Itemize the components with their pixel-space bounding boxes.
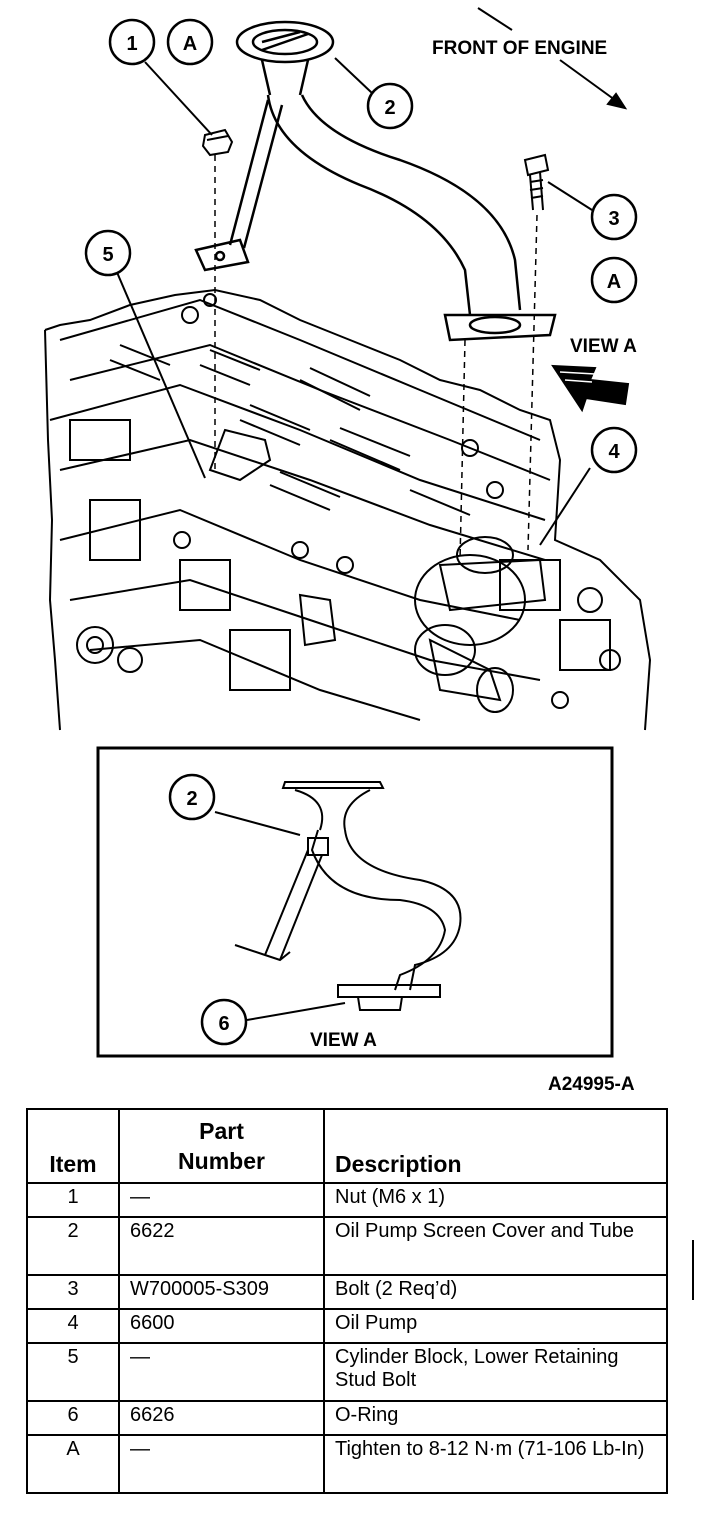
header-description: Description bbox=[323, 1108, 668, 1184]
row-description: O-Ring bbox=[323, 1400, 668, 1436]
row-part: 6600 bbox=[118, 1308, 325, 1344]
view-a-label: VIEW A bbox=[570, 336, 637, 357]
callout-4: 4 bbox=[590, 426, 638, 474]
row-description: Oil Pump Screen Cover and Tube bbox=[323, 1216, 668, 1276]
inset-view-a-label: VIEW A bbox=[310, 1030, 377, 1051]
table-row: A — Tighten to 8-12 N·m (71-106 Lb-In) bbox=[26, 1434, 668, 1494]
diagram-canvas: FRONT OF ENGINE VIEW A 1 A 2 3 A 5 4 bbox=[44, 7, 652, 1095]
svg-text:6: 6 bbox=[218, 1013, 229, 1035]
table-row: 2 6622 Oil Pump Screen Cover and Tube bbox=[26, 1216, 668, 1276]
alignment-lines bbox=[214, 155, 538, 561]
view-a-arrow bbox=[551, 364, 630, 413]
callout-1: 1 bbox=[108, 18, 156, 66]
figure-id: A24995-A bbox=[548, 1074, 635, 1095]
row-description: Tighten to 8-12 N·m (71-106 Lb-In) bbox=[323, 1434, 668, 1494]
row-item: 6 bbox=[26, 1400, 120, 1436]
svg-text:2: 2 bbox=[186, 788, 197, 810]
header-part-line2: Number bbox=[178, 1148, 265, 1174]
row-item: 3 bbox=[26, 1274, 120, 1310]
inset-callout-6: 6 bbox=[200, 998, 248, 1046]
row-item: 4 bbox=[26, 1308, 120, 1344]
row-part: — bbox=[118, 1342, 325, 1402]
front-direction-arrows bbox=[477, 7, 628, 110]
row-part: 6622 bbox=[118, 1216, 325, 1276]
callout-2: 2 bbox=[366, 82, 414, 130]
table-row: 1 — Nut (M6 x 1) bbox=[26, 1182, 668, 1218]
header-part-number: Part Number bbox=[118, 1108, 325, 1184]
view-a-inset: 2 6 VIEW A bbox=[96, 746, 614, 1058]
header-part-line1: Part bbox=[199, 1118, 244, 1144]
table-row: 4 6600 Oil Pump bbox=[26, 1308, 668, 1344]
callout-3: 3 bbox=[590, 193, 638, 241]
oil-pump-diagram: FRONT OF ENGINE VIEW A 1 A 2 3 A 5 4 bbox=[44, 7, 652, 1095]
row-part: — bbox=[118, 1182, 325, 1218]
row-description: Oil Pump bbox=[323, 1308, 668, 1344]
row-item: 5 bbox=[26, 1342, 120, 1402]
engine-block-illustration bbox=[44, 288, 652, 731]
row-part: — bbox=[118, 1434, 325, 1494]
row-item: 2 bbox=[26, 1216, 120, 1276]
table-header-row: Item Part Number Description bbox=[26, 1108, 668, 1184]
oil-pump-tube-main bbox=[194, 20, 557, 342]
svg-text:5: 5 bbox=[102, 244, 113, 266]
row-description: Bolt (2 Req’d) bbox=[323, 1274, 668, 1310]
svg-text:4: 4 bbox=[608, 441, 620, 463]
table-row: 3 W700005-S309 Bolt (2 Req’d) bbox=[26, 1274, 668, 1310]
row-item: 1 bbox=[26, 1182, 120, 1218]
fasteners bbox=[201, 128, 550, 211]
svg-text:A: A bbox=[607, 271, 621, 293]
row-item: A bbox=[26, 1434, 120, 1494]
callout-a-top: A bbox=[166, 18, 214, 66]
row-description: Nut (M6 x 1) bbox=[323, 1182, 668, 1218]
svg-text:A: A bbox=[183, 33, 197, 55]
parts-table: Item Part Number Description 1 — Nut (M6… bbox=[26, 1108, 668, 1494]
table-row: 6 6626 O-Ring bbox=[26, 1400, 668, 1436]
callout-a-right: A bbox=[590, 256, 638, 304]
table-row: 5 — Cylinder Block, Lower Retaining Stud… bbox=[26, 1342, 668, 1402]
front-of-engine-label: FRONT OF ENGINE bbox=[432, 38, 607, 59]
svg-text:2: 2 bbox=[384, 97, 395, 119]
callout-5: 5 bbox=[84, 229, 132, 277]
row-part: W700005-S309 bbox=[118, 1274, 325, 1310]
leader-lines bbox=[115, 57, 593, 546]
margin-mark bbox=[692, 1240, 694, 1300]
row-description: Cylinder Block, Lower Retaining Stud Bol… bbox=[323, 1342, 668, 1402]
header-item: Item bbox=[26, 1108, 120, 1184]
svg-text:3: 3 bbox=[608, 208, 619, 230]
svg-text:1: 1 bbox=[126, 33, 137, 55]
row-part: 6626 bbox=[118, 1400, 325, 1436]
inset-callout-2: 2 bbox=[168, 773, 216, 821]
